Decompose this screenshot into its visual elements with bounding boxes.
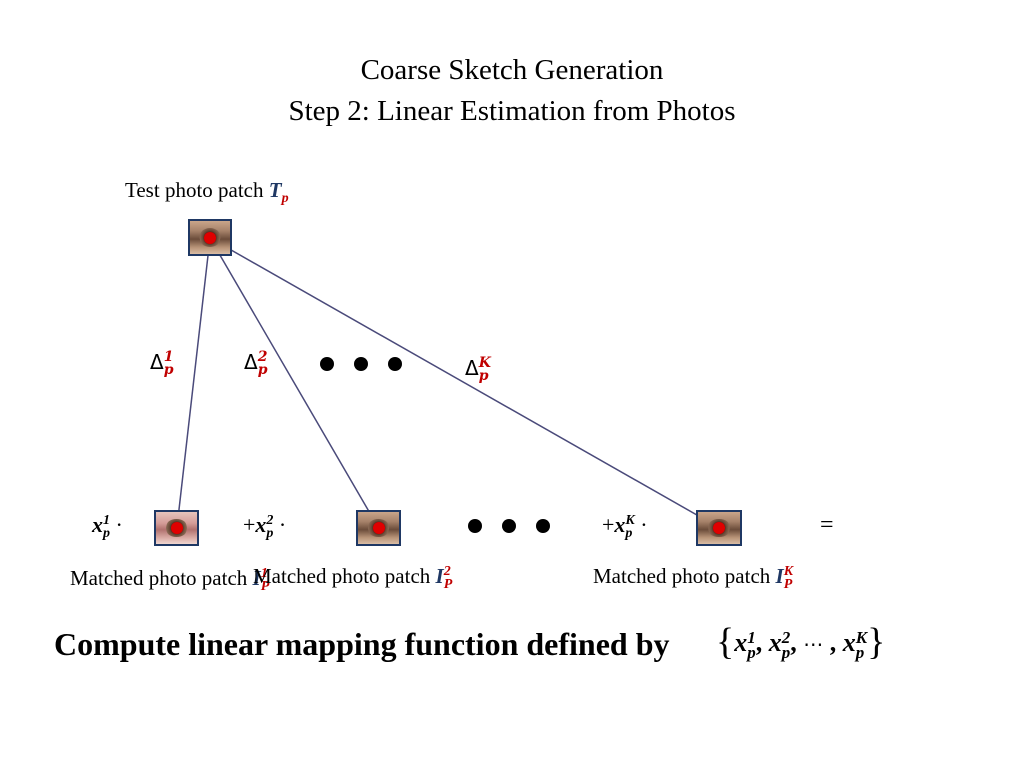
delta-symbol: Δ bbox=[150, 350, 164, 374]
coef-suffix: · bbox=[273, 512, 287, 537]
set-ellipsis: ⋯ bbox=[803, 634, 824, 656]
center-point-marker bbox=[713, 522, 725, 534]
coef-prefix: + bbox=[602, 512, 615, 537]
coef-sub: p bbox=[103, 525, 110, 541]
matched-sub: P bbox=[783, 577, 793, 593]
matched-symbol: I bbox=[775, 564, 784, 588]
matched-label-text: Matched photo patch bbox=[593, 564, 776, 588]
set-item-sub: p bbox=[747, 643, 756, 663]
ellipsis-dot bbox=[502, 519, 516, 533]
set-open-brace: { bbox=[716, 621, 735, 663]
coef-symbol: x bbox=[614, 512, 626, 537]
ellipsis-dot bbox=[388, 357, 402, 371]
set-close-brace: } bbox=[867, 621, 886, 663]
coef-prefix: + bbox=[243, 512, 256, 537]
test-patch-symbol: T bbox=[268, 178, 282, 202]
ellipsis-dot bbox=[320, 357, 334, 371]
test-patch-label-text: Test photo patch bbox=[125, 178, 269, 202]
connector-line-1 bbox=[176, 237, 211, 528]
set-item-symbol: x bbox=[734, 628, 748, 657]
ellipsis-dot bbox=[536, 519, 550, 533]
title-line-2: Step 2: Linear Estimation from Photos bbox=[288, 95, 736, 127]
delta-sub: p bbox=[257, 361, 268, 378]
delta-sup: K bbox=[478, 354, 491, 371]
set-item-sup: K bbox=[855, 628, 868, 648]
matched-photo-patch-1 bbox=[154, 510, 199, 546]
set-item-sup: 1 bbox=[747, 628, 756, 648]
test-patch-label: Test photo patch Tp bbox=[125, 178, 289, 206]
center-point-marker bbox=[204, 231, 216, 244]
coef-sub: p bbox=[625, 525, 633, 541]
matched-sup: 2 bbox=[443, 564, 451, 580]
coef-symbol: x bbox=[92, 512, 103, 537]
equals-sign: = bbox=[820, 512, 834, 538]
delta-symbol: Δ bbox=[244, 350, 258, 374]
matched-sup: K bbox=[783, 564, 794, 580]
coef-suffix: · bbox=[110, 512, 123, 537]
set-item-sub: p bbox=[781, 643, 791, 663]
delta-sup: 2 bbox=[257, 348, 268, 365]
matched-sup: 1 bbox=[260, 566, 268, 582]
set-item-sub: p bbox=[855, 643, 865, 663]
set-item-symbol: x bbox=[768, 628, 782, 657]
coef-sup: 2 bbox=[266, 512, 274, 528]
test-photo-patch bbox=[188, 219, 232, 256]
matched-symbol: I bbox=[435, 564, 444, 588]
coef-sup: K bbox=[625, 512, 635, 528]
connector-line-2 bbox=[209, 237, 379, 528]
set-item-symbol: x bbox=[842, 628, 856, 657]
connector-line-k bbox=[209, 237, 719, 528]
summary-text: Compute linear mapping function defined … bbox=[54, 626, 670, 662]
coef-sub: p bbox=[266, 525, 274, 541]
delta-sub: p bbox=[478, 367, 489, 384]
coef-symbol: x bbox=[255, 512, 267, 537]
ellipsis-dot bbox=[354, 357, 368, 371]
matched-symbol: I bbox=[252, 566, 261, 590]
delta-sup: 1 bbox=[163, 348, 174, 365]
matched-sub: P bbox=[260, 579, 270, 595]
title-line-1: Coarse Sketch Generation bbox=[360, 54, 664, 86]
test-patch-subscript: p bbox=[281, 191, 289, 206]
coef-suffix: · bbox=[634, 512, 648, 537]
ellipsis-dot bbox=[468, 519, 482, 533]
matched-photo-patch-k bbox=[696, 510, 742, 546]
matched-photo-patch-2 bbox=[356, 510, 401, 546]
coef-sup: 1 bbox=[103, 512, 110, 528]
center-point-marker bbox=[170, 522, 183, 534]
delta-sub: p bbox=[163, 361, 174, 378]
set-item-sup: 2 bbox=[781, 628, 791, 648]
center-point-marker bbox=[372, 522, 385, 534]
matched-label-text: Matched photo patch bbox=[253, 564, 436, 588]
delta-symbol: Δ bbox=[465, 356, 479, 380]
matched-sub: P bbox=[443, 577, 453, 593]
matched-label-text: Matched photo patch bbox=[70, 566, 253, 590]
